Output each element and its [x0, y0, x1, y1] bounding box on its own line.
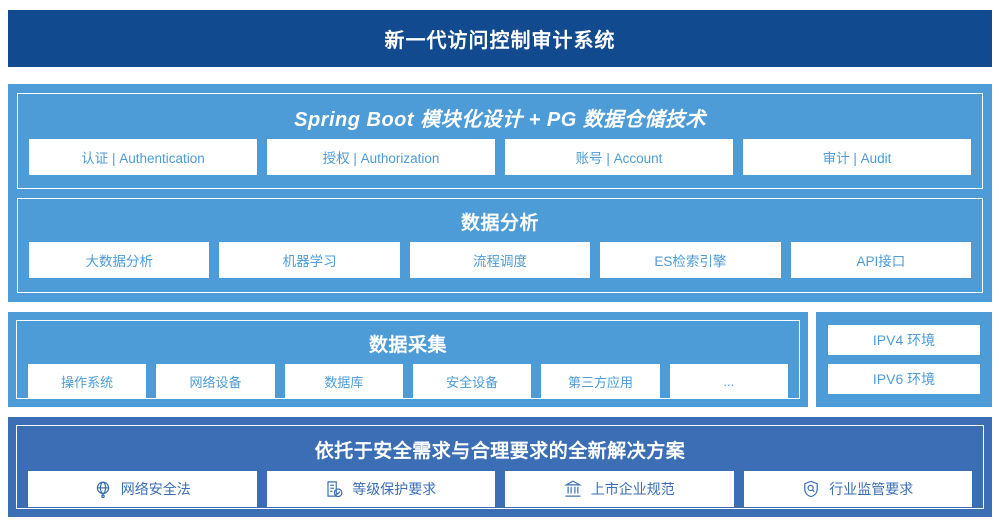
- compliance-section-title: 依托于安全需求与合理要求的全新解决方案: [314, 441, 686, 462]
- chip-label: 认证 | Authentication: [81, 151, 205, 166]
- collection-source-database[interactable]: 数据库: [284, 364, 403, 398]
- shield-search-icon: [802, 480, 820, 498]
- platform-module-account[interactable]: 账号 | Account: [505, 139, 733, 175]
- chip-label: 账号 | Account: [575, 151, 663, 166]
- chip-label: 上市企业规范: [590, 481, 675, 497]
- environment-ipv6[interactable]: IPV6 环境: [828, 364, 980, 394]
- collection-section-title: 数据采集: [368, 335, 447, 356]
- chip-label: IPV6 环境: [872, 371, 936, 387]
- platform-section-title: Spring Boot 模块化设计 + PG 数据仓储技术: [294, 109, 706, 131]
- page-title: 新一代访问控制审计系统: [384, 30, 616, 52]
- chip-label: 等级保护要求: [352, 481, 437, 497]
- chip-label: 数据库: [324, 374, 364, 390]
- collection-section: 数据采集 操作系统 网络设备 数据库 安全设备 第三方应用 ...: [16, 320, 800, 399]
- chip-label: IPV4 环境: [872, 332, 936, 348]
- chip-label: 网络安全法: [120, 481, 191, 497]
- document-check-icon: [325, 480, 343, 498]
- analysis-module-row: 大数据分析 机器学习 流程调度 ES检索引擎 API接口: [18, 241, 982, 289]
- chip-label: 第三方应用: [567, 374, 633, 390]
- chip-label: API接口: [856, 253, 906, 269]
- compliance-item-classified-protection[interactable]: 等级保护要求: [266, 471, 495, 507]
- chip-label: 机器学习: [282, 253, 337, 269]
- chip-label: 授权 | Authorization: [322, 151, 440, 166]
- collection-source-row: 操作系统 网络设备 数据库 安全设备 第三方应用 ...: [17, 364, 799, 409]
- page-header: 新一代访问控制审计系统: [8, 10, 992, 67]
- collection-panel: 数据采集 操作系统 网络设备 数据库 安全设备 第三方应用 ...: [8, 312, 808, 407]
- compliance-section: 依托于安全需求与合理要求的全新解决方案 网络安全法: [16, 425, 984, 509]
- chip-label: ES检索引擎: [654, 253, 727, 269]
- platform-module-audit[interactable]: 审计 | Audit: [743, 139, 971, 175]
- chip-label: 大数据分析: [85, 253, 153, 269]
- chip-label: ...: [723, 373, 735, 389]
- compliance-item-row: 网络安全法 等级保护要求: [17, 471, 983, 518]
- chip-label: 操作系统: [61, 374, 114, 390]
- analysis-module-api[interactable]: API接口: [790, 241, 972, 278]
- compliance-item-listed-enterprise[interactable]: 上市企业规范: [505, 471, 734, 507]
- platform-module-authentication[interactable]: 认证 | Authentication: [29, 139, 257, 175]
- environment-ipv4[interactable]: IPV4 环境: [828, 325, 980, 355]
- chip-label: 安全设备: [446, 374, 499, 390]
- analysis-module-machine-learning[interactable]: 机器学习: [219, 241, 400, 278]
- compliance-item-cybersecurity-law[interactable]: 网络安全法: [28, 471, 257, 507]
- collection-source-more[interactable]: ...: [669, 364, 788, 398]
- collection-source-security-device[interactable]: 安全设备: [412, 364, 532, 398]
- collection-source-third-party-app[interactable]: 第三方应用: [541, 364, 660, 398]
- analysis-module-bigdata[interactable]: 大数据分析: [29, 241, 210, 278]
- chip-label: 流程调度: [473, 253, 528, 269]
- analysis-section-title: 数据分析: [460, 212, 539, 234]
- analysis-module-workflow[interactable]: 流程调度: [409, 241, 591, 278]
- compliance-item-industry-regulation[interactable]: 行业监管要求: [743, 471, 972, 507]
- collection-source-os[interactable]: 操作系统: [28, 364, 147, 398]
- platform-analysis-panel: Spring Boot 模块化设计 + PG 数据仓储技术 认证 | Authe…: [8, 84, 992, 302]
- platform-module-authorization[interactable]: 授权 | Authorization: [267, 139, 495, 175]
- chip-label: 审计 | Audit: [822, 151, 892, 166]
- globe-network-icon: [94, 480, 112, 498]
- platform-section: Spring Boot 模块化设计 + PG 数据仓储技术 认证 | Authe…: [17, 93, 983, 189]
- compliance-panel: 依托于安全需求与合理要求的全新解决方案 网络安全法: [8, 417, 992, 517]
- chip-label: 行业监管要求: [829, 481, 914, 497]
- environment-panel: IPV4 环境 IPV6 环境: [816, 312, 992, 407]
- platform-module-row: 认证 | Authentication 授权 | Authorization 账…: [18, 139, 982, 186]
- analysis-module-es-search[interactable]: ES检索引擎: [600, 241, 781, 278]
- analysis-section: 数据分析 大数据分析 机器学习 流程调度 ES检索引擎 API接口: [17, 197, 983, 293]
- bank-building-icon: [563, 480, 582, 498]
- collection-source-network-device[interactable]: 网络设备: [156, 364, 275, 398]
- chip-label: 网络设备: [189, 374, 242, 390]
